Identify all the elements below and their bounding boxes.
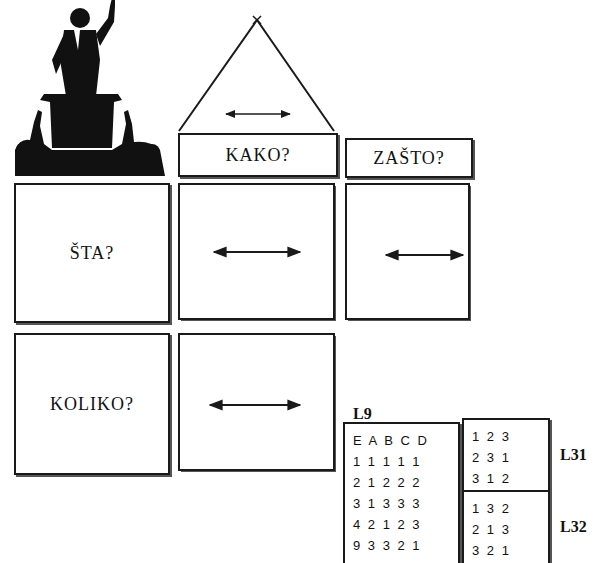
- table-row: 3 2 1: [472, 540, 511, 561]
- table-name: L9: [353, 405, 372, 423]
- question-box: KOLIKO?: [14, 333, 170, 475]
- table-row: 9 3 3 2 1: [353, 535, 422, 556]
- box-label: ZAŠTO?: [373, 148, 445, 169]
- box-label: KAKO?: [226, 145, 291, 166]
- table-row: 2 1 3: [472, 519, 511, 540]
- double-arrow: [210, 252, 463, 405]
- array-table: L321 3 22 1 33 2 1: [462, 490, 550, 563]
- question-box: ŠTA?: [14, 183, 170, 323]
- label-box: KAKO?: [178, 133, 338, 177]
- table-row: E A B C D: [353, 430, 429, 451]
- roof-triangle: [179, 16, 334, 131]
- box-label: ŠTA?: [70, 243, 115, 264]
- table-row: 1 3 2: [472, 498, 511, 519]
- speaker-illustration: [15, 0, 165, 176]
- table-row: 1 2 3: [472, 426, 511, 447]
- table-row: 3 1 2: [472, 468, 511, 489]
- shirt: [74, 30, 80, 50]
- table-name: L32: [560, 518, 587, 536]
- label-box: ZAŠTO?: [345, 138, 473, 178]
- array-table: L311 2 32 3 13 1 2: [462, 418, 550, 495]
- table-row: 2 3 1: [472, 447, 511, 468]
- table-row: 1 1 1 1 1: [353, 451, 422, 472]
- table-row: 4 2 1 2 3: [353, 514, 422, 535]
- array-table: L9E A B C D1 1 1 1 12 1 2 2 23 1 3 3 34 …: [343, 422, 460, 563]
- box-label: KOLIKO?: [50, 394, 134, 415]
- table-row: 2 1 2 2 2: [353, 472, 422, 493]
- table-row: 3 1 3 3 3: [353, 493, 422, 514]
- table-name: L31: [560, 446, 587, 464]
